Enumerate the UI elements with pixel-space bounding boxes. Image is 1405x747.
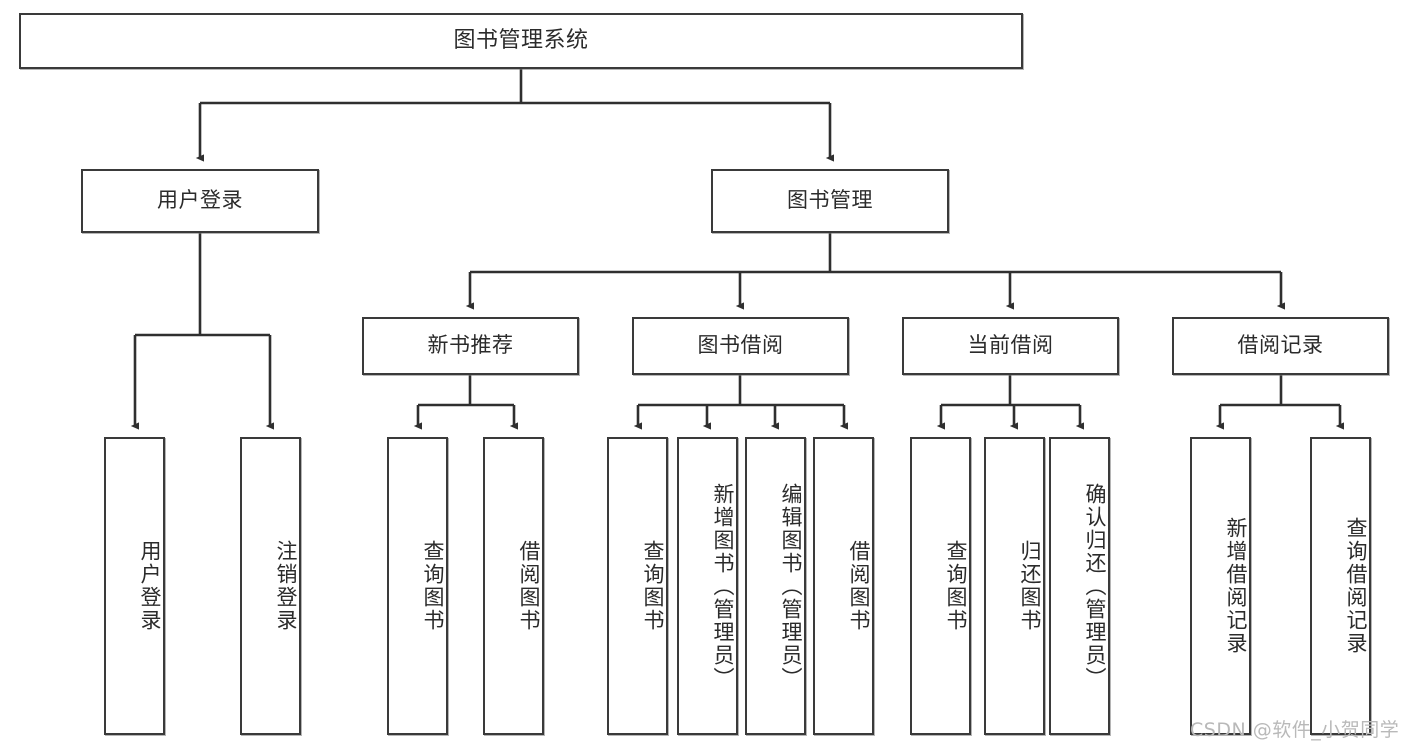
node-book-borrow-label: 图书借阅 (697, 333, 784, 358)
node-current-borrow-label: 当前借阅 (967, 333, 1054, 358)
node-borrow-record-label: 借阅记录 (1237, 333, 1324, 358)
node-leaf-user-login-label: 用户登录 (138, 540, 162, 632)
node-leaf-cur-query-label: 查询图书 (944, 540, 968, 632)
node-book-manage-label: 图书管理 (787, 188, 873, 213)
node-user-login-label: 用户登录 (157, 188, 243, 213)
node-new-book-rec[interactable]: 新书推荐 (362, 317, 579, 375)
node-leaf-borrow-lend-label: 借阅图书 (847, 540, 871, 632)
node-leaf-record-add[interactable]: 新增借阅记录 (1190, 437, 1251, 735)
node-leaf-borrow-add-label: 新增图书（管理员） (711, 482, 735, 690)
node-leaf-cur-return[interactable]: 归还图书 (984, 437, 1045, 735)
node-root-label: 图书管理系统 (453, 27, 589, 53)
node-leaf-record-search-label: 查询借阅记录 (1344, 517, 1368, 655)
node-leaf-cur-confirm-label: 确认归还（管理员） (1083, 482, 1107, 690)
node-leaf-borrow-query-label: 查询图书 (641, 540, 665, 632)
node-leaf-borrow-add[interactable]: 新增图书（管理员） (677, 437, 738, 735)
node-leaf-borrow-edit-label: 编辑图书（管理员） (779, 482, 803, 690)
node-leaf-record-search[interactable]: 查询借阅记录 (1310, 437, 1371, 735)
node-leaf-cur-query[interactable]: 查询图书 (910, 437, 971, 735)
node-root[interactable]: 图书管理系统 (19, 13, 1023, 69)
node-current-borrow[interactable]: 当前借阅 (902, 317, 1119, 375)
node-leaf-borrow-lend[interactable]: 借阅图书 (813, 437, 874, 735)
node-leaf-rec-query[interactable]: 查询图书 (387, 437, 448, 735)
node-new-book-rec-label: 新书推荐 (427, 333, 514, 358)
node-leaf-user-logout[interactable]: 注销登录 (240, 437, 301, 735)
node-leaf-record-add-label: 新增借阅记录 (1224, 517, 1248, 655)
node-leaf-rec-borrow[interactable]: 借阅图书 (483, 437, 544, 735)
node-leaf-user-login[interactable]: 用户登录 (104, 437, 165, 735)
node-leaf-cur-confirm[interactable]: 确认归还（管理员） (1049, 437, 1110, 735)
node-leaf-borrow-edit[interactable]: 编辑图书（管理员） (745, 437, 806, 735)
node-leaf-cur-return-label: 归还图书 (1018, 540, 1042, 632)
node-book-manage[interactable]: 图书管理 (711, 169, 949, 233)
node-borrow-record[interactable]: 借阅记录 (1172, 317, 1389, 375)
node-leaf-rec-borrow-label: 借阅图书 (517, 540, 541, 632)
node-leaf-rec-query-label: 查询图书 (421, 540, 445, 632)
node-user-login[interactable]: 用户登录 (81, 169, 319, 233)
node-leaf-borrow-query[interactable]: 查询图书 (607, 437, 668, 735)
node-leaf-user-logout-label: 注销登录 (274, 540, 298, 632)
node-book-borrow[interactable]: 图书借阅 (632, 317, 849, 375)
